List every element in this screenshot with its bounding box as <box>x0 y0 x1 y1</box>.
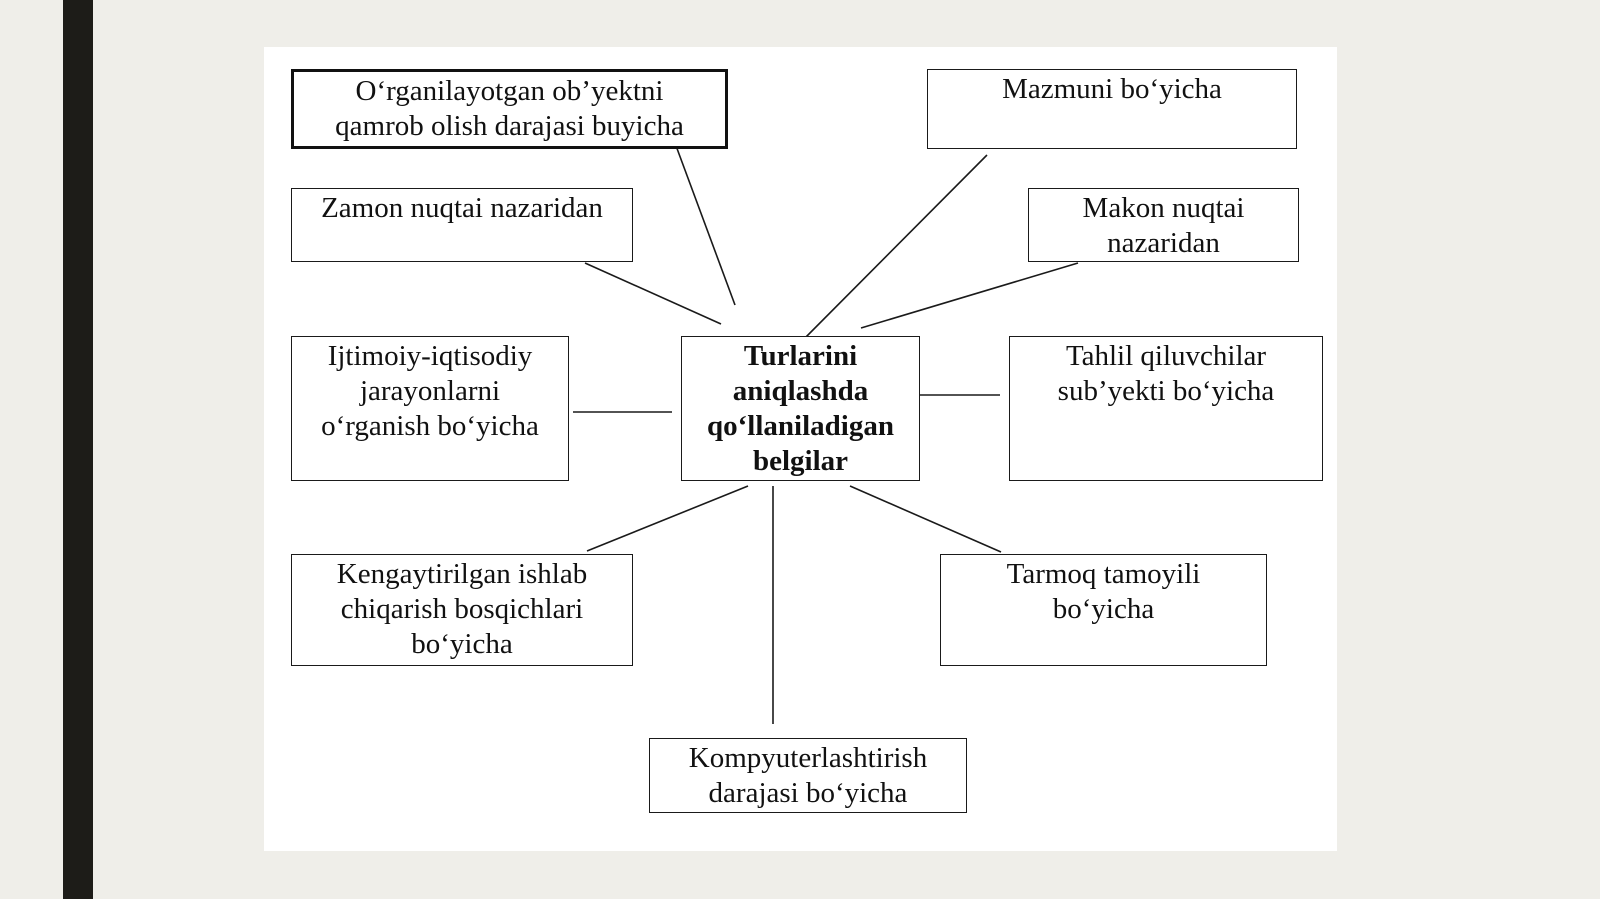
connector-makon <box>860 262 1079 329</box>
node-tarmoq-box: Tarmoq tamoyili bo‘yicha <box>940 554 1267 666</box>
connector-mazmun <box>800 154 988 343</box>
center-node-line-1: Turlarini <box>743 340 858 372</box>
node-qamrov-line-1: O‘rganilayotgan ob’yektni <box>355 75 664 107</box>
connector-lines <box>573 134 1079 724</box>
node-tarmoq-line-1: Tarmoq tamoyili <box>1006 558 1201 590</box>
node-qamrov-box: O‘rganilayotgan ob’yektni qamrob olish d… <box>291 69 728 149</box>
node-ijtimoiy-line-2: jarayonlarni <box>359 375 501 407</box>
connector-zamon <box>584 262 722 325</box>
node-zamon-line-1: Zamon nuqtai nazaridan <box>321 192 603 224</box>
connector-kengaytirilgan <box>586 485 749 552</box>
node-ijtimoiy-line-3: o‘rganish bo‘yicha <box>321 410 539 442</box>
node-zamon-box: Zamon nuqtai nazaridan <box>291 188 633 262</box>
node-ijtimoiy-line-1: Ijtimoiy-iqtisodiy <box>327 340 533 372</box>
node-qamrov-line-2: qamrob olish darajasi buyicha <box>335 110 684 142</box>
connector-qamrov <box>671 134 736 306</box>
node-mazmun-box: Mazmuni bo‘yicha <box>927 69 1297 149</box>
diagram-canvas: O‘rganilayotgan ob’yektni qamrob olish d… <box>264 47 1337 851</box>
node-makon-line-2: nazaridan <box>1107 227 1220 259</box>
node-kengaytirilgan-box: Kengaytirilgan ishlab chiqarish bosqichl… <box>291 554 633 666</box>
node-tahlil-line-2: sub’yekti bo‘yicha <box>1057 375 1275 407</box>
slide-accent-bar <box>63 0 93 899</box>
center-node-box: Turlarini aniqlashda qo‘llaniladigan bel… <box>681 336 920 481</box>
center-node-line-2: aniqlashda <box>732 375 869 407</box>
node-kompyuter-box: Kompyuterlashtirish darajasi bo‘yicha <box>649 738 967 813</box>
node-kengaytirilgan-line-2: chiqarish bosqichlari <box>340 593 584 625</box>
center-node-line-3: qo‘llaniladigan <box>707 410 894 442</box>
node-makon-box: Makon nuqtai nazaridan <box>1028 188 1299 262</box>
node-ijtimoiy-box: Ijtimoiy-iqtisodiy jarayonlarni o‘rganis… <box>291 336 569 481</box>
node-kengaytirilgan-line-1: Kengaytirilgan ishlab <box>336 558 588 590</box>
node-tarmoq-line-2: bo‘yicha <box>1052 593 1155 625</box>
node-kengaytirilgan-line-3: bo‘yicha <box>411 628 513 660</box>
node-tahlil-box: Tahlil qiluvchilar sub’yekti bo‘yicha <box>1009 336 1323 481</box>
node-mazmun-line-1: Mazmuni bo‘yicha <box>1002 73 1222 105</box>
node-tahlil-line-1: Tahlil qiluvchilar <box>1065 340 1267 372</box>
node-kompyuter-line-2: darajasi bo‘yicha <box>708 777 908 809</box>
center-node-line-4: belgilar <box>752 445 849 477</box>
node-makon-line-1: Makon nuqtai <box>1082 192 1245 224</box>
node-kompyuter-line-1: Kompyuterlashtirish <box>688 742 928 774</box>
connector-tarmoq <box>849 485 1002 553</box>
